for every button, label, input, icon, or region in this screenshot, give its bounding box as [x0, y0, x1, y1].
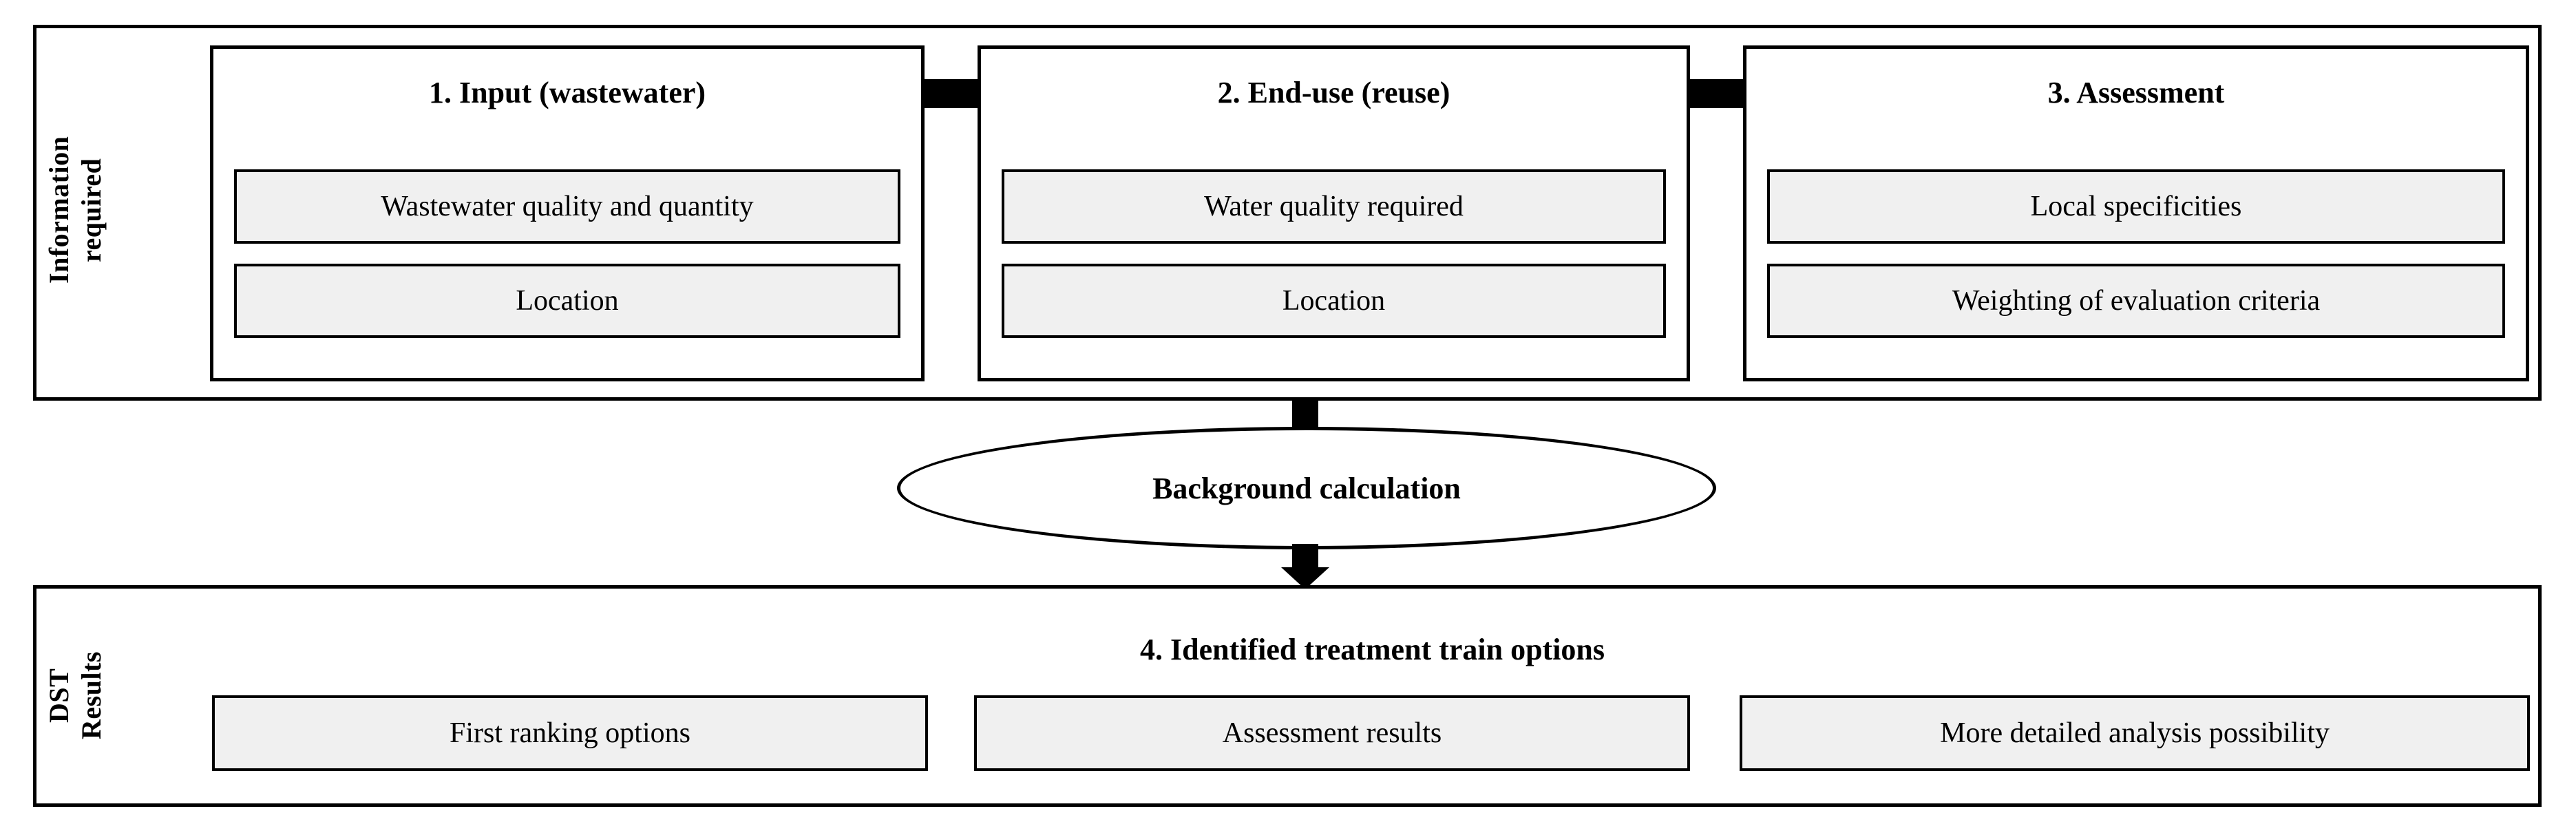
chip-end-use-location[interactable]: Location [1002, 264, 1666, 338]
chip-first-ranking-options[interactable]: First ranking options [212, 695, 928, 771]
connector-stage2-to-stage3 [1690, 79, 1745, 108]
stage-box-input-wastewater[interactable]: 1. Input (wastewater) Wastewater quality… [210, 45, 925, 381]
chip-wastewater-quality-and-quantity[interactable]: Wastewater quality and quantity [234, 169, 900, 244]
chip-weighting-of-evaluation-criteria[interactable]: Weighting of evaluation criteria [1767, 264, 2505, 338]
chip-local-specificities[interactable]: Local specificities [1767, 169, 2505, 244]
chip-input-location[interactable]: Location [234, 264, 900, 338]
arrow-down-icon [1281, 544, 1329, 589]
stage-box-assessment[interactable]: 3. Assessment Local specificities Weight… [1743, 45, 2529, 381]
chip-water-quality-required[interactable]: Water quality required [1002, 169, 1666, 244]
section-label-information-required: Information required [43, 136, 107, 284]
stage-title-1: 1. Input (wastewater) [428, 76, 706, 109]
process-label: Background calculation [1152, 471, 1461, 505]
connector-stage1-to-stage2 [925, 79, 980, 108]
stage-box-end-use-reuse[interactable]: 2. End-use (reuse) Water quality require… [978, 45, 1690, 381]
stage-title-3: 3. Assessment [2047, 76, 2225, 109]
stage-title-2: 2. End-use (reuse) [1217, 76, 1450, 109]
results-title: 4. Identified treatment train options [1139, 633, 1605, 666]
chip-assessment-results[interactable]: Assessment results [974, 695, 1690, 771]
section-label-dst-results: DST Results [43, 651, 107, 739]
chip-more-detailed-analysis-possibility[interactable]: More detailed analysis possibility [1740, 695, 2530, 771]
process-ellipse-background-calculation[interactable]: Background calculation [897, 427, 1716, 549]
